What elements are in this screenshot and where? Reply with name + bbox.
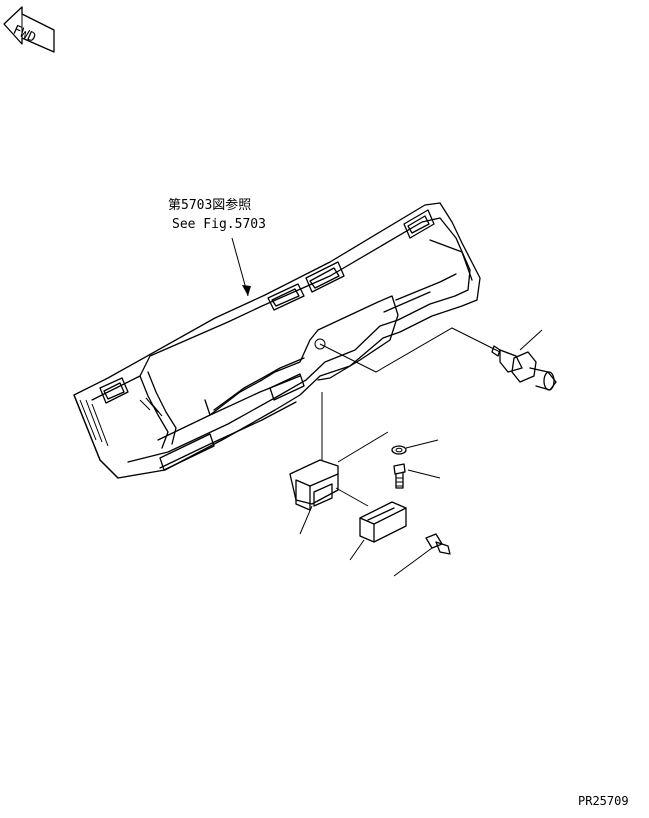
fwd-arrow-icon: FWD — [3, 6, 55, 53]
dashboard-panel — [73, 202, 481, 479]
assembly-lines — [319, 327, 501, 507]
reference-jp: 第5703図参照 — [168, 197, 251, 213]
switch-assembly — [491, 329, 557, 391]
cover-box — [349, 501, 407, 561]
washer — [391, 439, 439, 455]
bolt — [393, 463, 441, 489]
drawing-number: PR25709 — [578, 794, 629, 808]
reference-leader — [231, 237, 251, 297]
reference-en: See Fig.5703 — [172, 217, 266, 232]
bracket — [289, 459, 339, 535]
screw — [393, 533, 451, 577]
